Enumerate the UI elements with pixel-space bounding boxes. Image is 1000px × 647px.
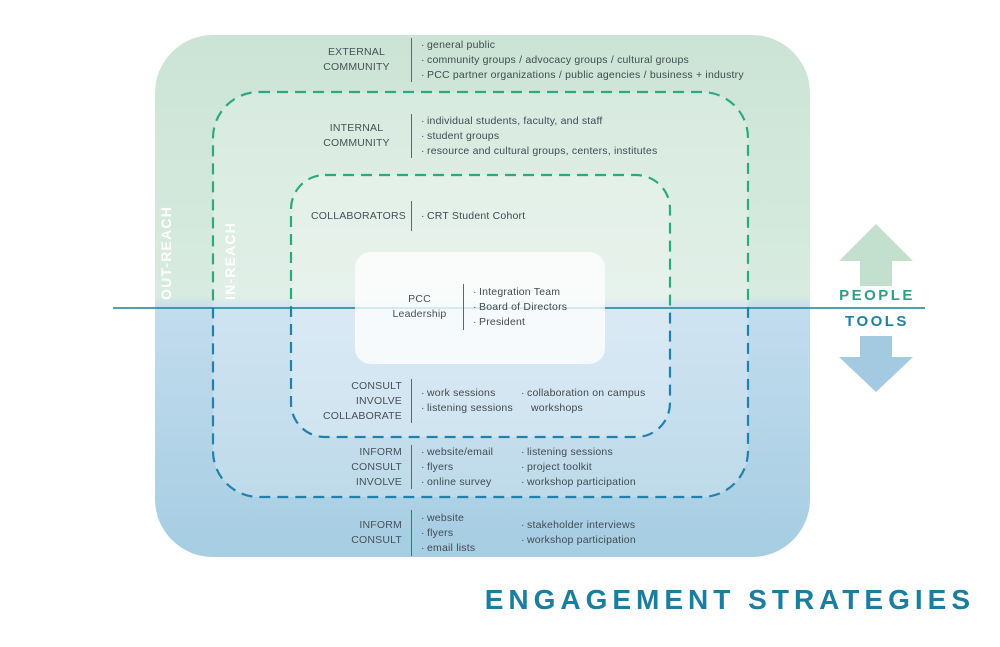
bullet-item: workshop participation — [521, 533, 691, 548]
section-label: INFORM CONSULT INVOLVE — [351, 445, 402, 488]
section-external-community: EXTERNAL COMMUNITY general public commun… — [311, 36, 793, 84]
label-divider — [411, 510, 412, 556]
bullet-item: website/email — [421, 445, 521, 460]
bullet-item: stakeholder interviews — [521, 518, 691, 533]
bullet-item: general public — [421, 38, 793, 53]
bullet-item: flyers — [421, 460, 521, 475]
section-label: COLLABORATORS — [311, 209, 406, 222]
section-label: PCC Leadership — [392, 293, 447, 320]
bullet-item: listening sessions — [421, 401, 521, 416]
bullet-item: CRT Student Cohort — [421, 209, 793, 224]
bullet-item: website — [421, 511, 521, 526]
label-divider — [411, 445, 412, 489]
page-title: ENGAGEMENT STRATEGIES — [484, 584, 975, 615]
bullet-item: individual students, faculty, and staff — [421, 114, 793, 129]
bullet-item: email lists — [421, 541, 521, 556]
tools-label: TOOLS — [845, 313, 909, 330]
section-collaborators: COLLABORATORS CRT Student Cohort — [311, 199, 793, 233]
section-inform-consult: INFORM CONSULT website flyers email list… — [311, 508, 691, 558]
section-label: INFORM CONSULT — [351, 519, 402, 546]
bullet-item: resource and cultural groups, centers, i… — [421, 144, 793, 159]
bullet-item: community groups / advocacy groups / cul… — [421, 53, 793, 68]
people-label: PEOPLE — [839, 287, 915, 304]
inreach-label: IN-REACH — [222, 218, 238, 300]
label-divider — [411, 379, 412, 423]
outreach-label: OUT-REACH — [158, 204, 174, 300]
arrow-down-icon — [839, 336, 913, 392]
section-label: CONSULT INVOLVE COLLABORATE — [322, 379, 402, 422]
section-inform-consult-involve: INFORM CONSULT INVOLVE website/email fly… — [311, 443, 691, 491]
bullet-item: work sessions — [421, 386, 521, 401]
bullet-item: Integration Team — [473, 285, 623, 300]
bullet-item: student groups — [421, 129, 793, 144]
label-divider — [411, 201, 412, 231]
bullet-item: collaboration on campus workshops — [521, 386, 691, 416]
label-divider — [411, 114, 412, 158]
inreach-label-text: IN-REACH — [222, 221, 238, 300]
label-divider — [411, 38, 412, 82]
bullet-item: online survey — [421, 475, 521, 490]
section-internal-community: INTERNAL COMMUNITY individual students, … — [311, 112, 793, 160]
section-pcc-leadership: PCC Leadership Integration Team Board of… — [385, 282, 623, 332]
arrow-up-icon — [839, 224, 913, 286]
bullet-item: workshop participation — [521, 475, 691, 490]
bullet-item: flyers — [421, 526, 521, 541]
bullet-item: project toolkit — [521, 460, 691, 475]
section-label: EXTERNAL COMMUNITY — [323, 46, 390, 73]
bullet-item: Board of Directors — [473, 300, 623, 315]
bullet-item: President — [473, 315, 623, 330]
outreach-label-text: OUT-REACH — [158, 205, 174, 300]
label-divider — [463, 284, 464, 330]
bullet-item: listening sessions — [521, 445, 691, 460]
section-label: INTERNAL COMMUNITY — [323, 122, 390, 149]
bullet-item: PCC partner organizations / public agenc… — [421, 68, 793, 83]
section-consult-involve-collaborate: CONSULT INVOLVE COLLABORATE work session… — [311, 377, 691, 425]
